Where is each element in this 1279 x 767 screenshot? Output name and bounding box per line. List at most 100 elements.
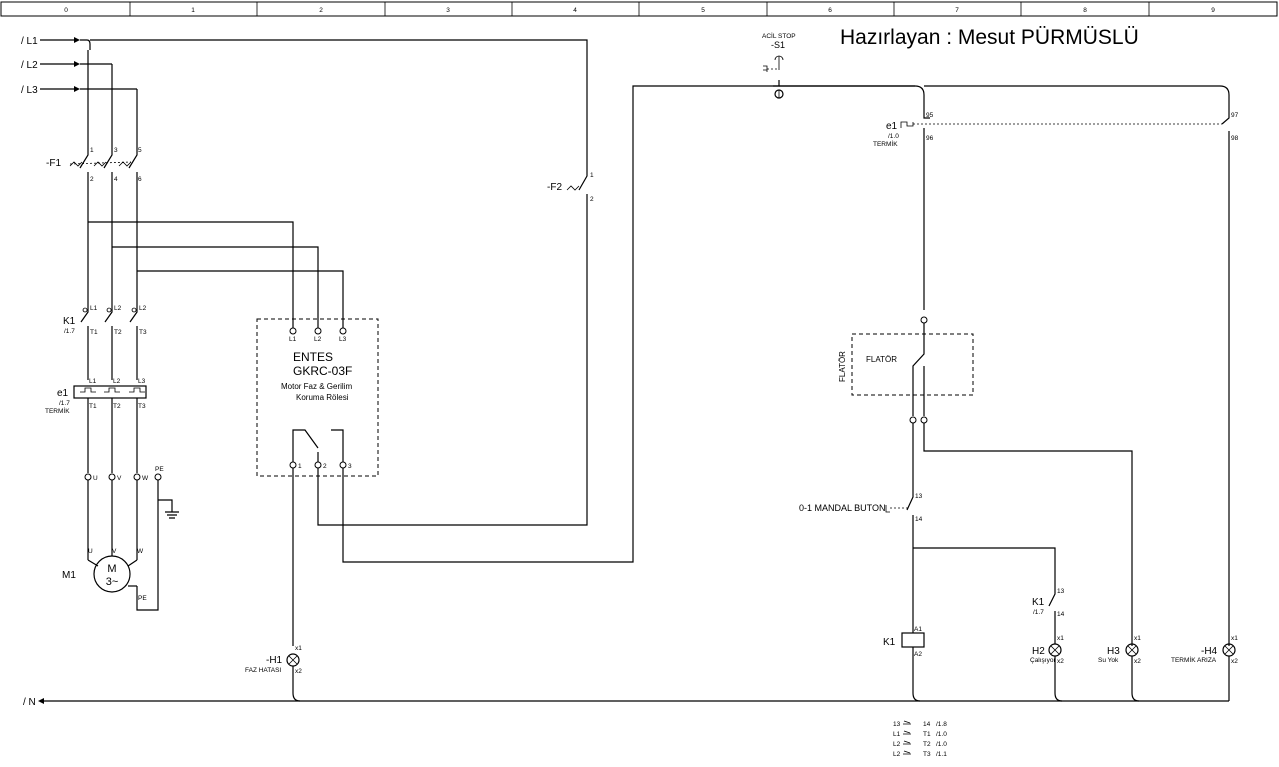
column-label: 3 [446,7,450,14]
fuse-f1-pin: 1 [90,147,94,154]
e1-aux-ref: /1.0 [888,133,899,140]
relay-output-pin: 2 [323,463,327,470]
coil-pin: A2 [914,651,922,658]
coil-pin: A1 [914,626,922,633]
column-label: 2 [319,7,323,14]
e1-aux-label: TERMİK [873,139,898,148]
column-label: 1 [191,7,195,14]
relay-model: GKRC-03F [293,364,352,378]
motor-pin: U [88,548,93,555]
k1-aux-tag: K1 [1032,597,1045,608]
k1-main-pin: T2 [114,329,122,336]
xref-a: L2 [893,751,901,758]
motor-m1: M1 U V W M 3~ PE [62,548,147,602]
e1-main-ref: /1.7 [59,400,70,407]
motor-symbol-m: M [107,563,116,575]
e1-main-pin: L3 [138,378,146,385]
relay-brand: ENTES [293,350,333,364]
k1-aux-ref: /1.7 [1033,609,1044,616]
column-label: 9 [1211,7,1215,14]
estop-label: ACİL STOP [762,31,796,40]
contactor-k1-aux: K1 /1.7 13 14 [1032,588,1065,644]
relay-input-pin: L1 [289,336,297,343]
motor-pin: W [137,548,144,555]
motor-terminal-label: U [93,475,98,482]
e1-aux-pin: 98 [1231,135,1239,142]
coil-k1: K1 A1 A2 [883,548,925,693]
fuse-f1-pin: 2 [90,176,94,183]
fuse-f1-pin: 6 [138,176,142,183]
e1-main-pin: L2 [113,378,121,385]
fuse-f2-pin: 2 [590,196,594,203]
e1-aux-pin: 96 [926,135,934,142]
e1-aux-pin: 95 [926,112,934,119]
motor-pe: PE [138,595,147,602]
e1-aux-tag: e1 [886,121,898,132]
lamp-h2: x1 x2 H2 Çalışıyor [1030,635,1064,693]
lamp-h2-tag: H2 [1032,646,1045,657]
column-label: 0 [64,7,68,14]
contactor-k1-main: K1 /1.7 L1 L2 L2 T1 T2 T3 [63,305,147,380]
lamp-h1-tag: -H1 [266,655,283,666]
k1-main-pin: L2 [114,305,122,312]
fuse-f2-pin: 1 [590,172,594,179]
lamp-pin: x1 [1057,635,1064,642]
selector-switch-01: 0-1 MANDAL BUTON 13 14 [799,492,1056,590]
switch-pin: 13 [915,493,923,500]
k1-main-pin: T1 [90,329,98,336]
lamp-h1-label: FAZ HATASI [245,667,281,674]
lamp-h4: x1 x2 -H4 TERMİK ARIZA [1171,635,1238,693]
k1-main-ref: /1.7 [64,328,75,335]
coil-tag: K1 [883,637,896,648]
motor-symbol-phase: 3~ [106,576,119,588]
e1-main-tag: e1 [57,388,69,399]
relay-output-pin: 1 [298,463,302,470]
k1-aux-pin: 14 [1057,611,1065,618]
column-label: 5 [701,7,705,14]
e1-main-label: TERMİK [45,406,70,415]
supply-lines: / L1 / L2 / L3 [21,36,588,170]
float-box-label: FLATÖR [866,355,897,364]
column-label: 7 [955,7,959,14]
lamp-h4-label: TERMİK ARIZA [1171,655,1217,664]
lamp-h4-tag: -H4 [1201,646,1218,657]
motor-pin: V [112,548,117,555]
xref-ref: /1.0 [936,731,947,738]
supply-label-l3: / L3 [21,85,38,96]
fuse-f1-pin: 5 [138,147,142,154]
motor-tag: M1 [62,570,76,581]
thermal-e1-aux: e1 /1.0 TERMİK 95 96 97 98 [873,85,1239,646]
lamp-h2-label: Çalışıyor [1030,657,1056,664]
supply-label-n: / N [23,697,36,708]
column-label: 4 [573,7,577,14]
fuse-f2-tag: -F2 [547,182,562,193]
xref-b: T1 [923,731,931,738]
e1-main-pin: T1 [89,403,97,410]
fuse-f1-pin: 4 [114,176,118,183]
lamp-h3-tag: H3 [1107,646,1120,657]
author-title: Hazırlayan : Mesut PÜRMÜSLÜ [840,26,1139,49]
switch-label: 0-1 MANDAL BUTON [799,503,886,513]
xref-a: L2 [893,741,901,748]
fuse-f1-pin: 3 [114,147,118,154]
column-label: 6 [828,7,832,14]
k1-main-pin: L1 [90,305,98,312]
xref-a: L1 [893,731,901,738]
float-side-label: FLATÖR [838,351,847,382]
float-switch: FLATÖR FLATÖR [838,316,1133,646]
estop-tag: -S1 [771,40,785,50]
motor-terminal-block: U V W PE [84,466,179,611]
column-header: 0 1 2 3 4 5 6 7 8 9 [0,1,1278,17]
xref-ref: /1.1 [936,751,947,758]
lamp-pin: x1 [1231,635,1238,642]
xref-b: T2 [923,741,931,748]
e1-main-pin: L1 [89,378,97,385]
k1-main-tag: K1 [63,316,76,327]
power-wiring [87,175,344,328]
column-label: 8 [1083,7,1087,14]
lamp-h3-label: Su Yok [1098,657,1119,664]
motor-terminal-label: W [142,475,149,482]
relay-input-pin: L3 [339,336,347,343]
lamp-pin: x2 [1231,658,1238,665]
